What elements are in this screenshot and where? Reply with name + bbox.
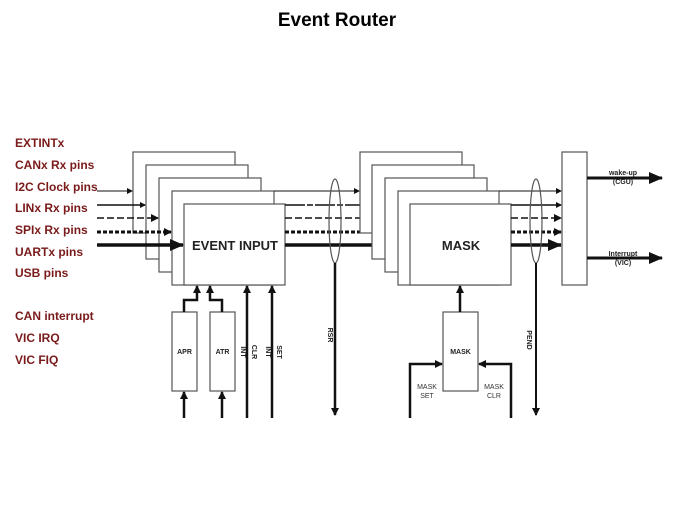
- mask-label: MASK: [442, 238, 481, 253]
- input-label-spi: SPIx Rx pins: [15, 223, 88, 237]
- mask-stack: [359, 151, 512, 286]
- output-block: [561, 151, 588, 286]
- int-set-label-1: INT: [264, 346, 271, 358]
- mask-clr-label-1: MASK: [484, 384, 504, 391]
- interrupt-label-irq: VIC IRQ: [15, 331, 60, 345]
- int-clr-label-2: CLR: [250, 345, 257, 359]
- atr-block: [209, 311, 236, 392]
- mask-set-label-1: MASK: [417, 384, 437, 391]
- input-label-lin: LINx Rx pins: [15, 201, 88, 215]
- rsr-label: RSR: [326, 328, 333, 343]
- pend-label: PEND: [525, 330, 532, 349]
- interrupt-label-can: CAN interrupt: [15, 309, 94, 323]
- input-label-extint: EXTINTx: [15, 136, 65, 150]
- int-clr-label-1: INT: [239, 346, 246, 358]
- output-bus-lines: [499, 188, 562, 251]
- mask-clr-label-2: CLR: [487, 393, 501, 400]
- vic-label: (VIC): [615, 260, 631, 267]
- mask-small-label: MASK: [450, 349, 471, 356]
- input-label-uart: UARTx pins: [15, 245, 84, 259]
- mask-arrows: [408, 285, 513, 418]
- event-input-label: EVENT INPUT: [192, 238, 278, 253]
- input-lines: [97, 188, 184, 251]
- atr-label: ATR: [216, 349, 230, 356]
- bus-ellipse-pend: [529, 178, 543, 264]
- event-input-stack: [132, 151, 286, 286]
- mask-set-label-2: SET: [420, 393, 434, 400]
- input-label-i2c: I2C Clock pins: [15, 180, 98, 194]
- input-label-can: CANx Rx pins: [15, 158, 95, 172]
- mask-block: [409, 203, 512, 286]
- apr-label: APR: [177, 349, 192, 356]
- cgu-label: (CGU): [613, 179, 633, 186]
- event-input-block: [183, 203, 286, 286]
- interrupt-label: Interrupt: [609, 251, 638, 258]
- page-title: Event Router: [277, 10, 397, 31]
- apr-atr-arrows: [180, 285, 276, 418]
- int-set-label-2: SET: [275, 345, 282, 359]
- wake-up-label: wake-up: [608, 170, 637, 177]
- bus-ellipse-rsr: [328, 178, 342, 264]
- interrupt-label-fiq: VIC FIQ: [15, 353, 59, 367]
- input-label-usb: USB pins: [15, 266, 69, 280]
